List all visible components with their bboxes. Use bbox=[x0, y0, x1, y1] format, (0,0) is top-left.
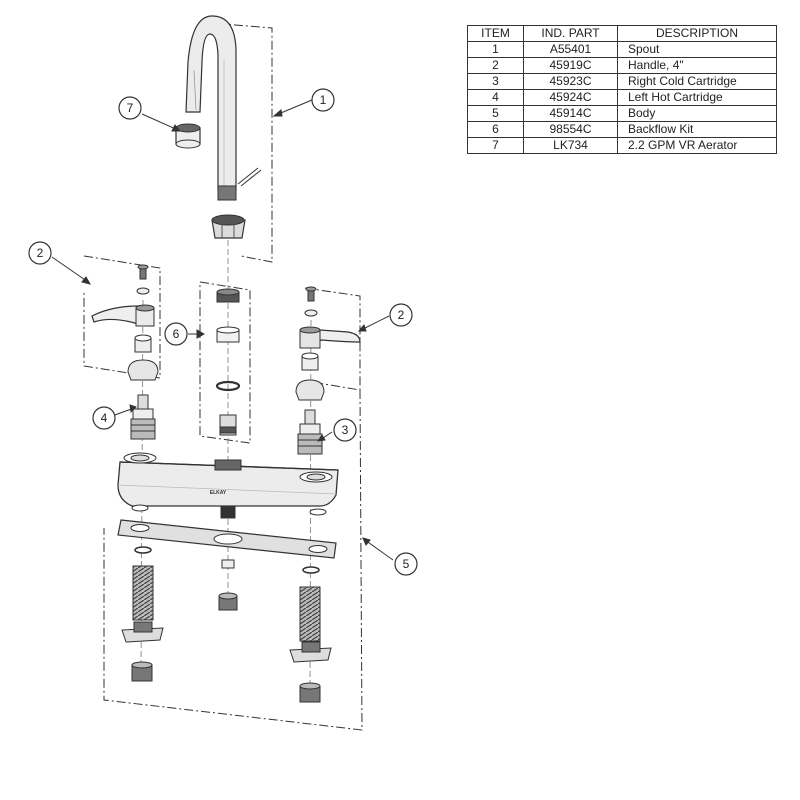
callout-2-right-label: 2 bbox=[398, 308, 405, 322]
table-row: 3 45923C Right Cold Cartridge bbox=[467, 73, 777, 90]
callout-1-label: 1 bbox=[320, 93, 327, 107]
description-cell: 2.2 GPM VR Aerator bbox=[617, 137, 777, 154]
table-row: 5 45914C Body bbox=[467, 105, 777, 122]
backflow-kit-parts bbox=[215, 288, 241, 436]
table-row: 7 LK734 2.2 GPM VR Aerator bbox=[467, 137, 777, 154]
right-bonnet bbox=[295, 352, 325, 401]
handle-right bbox=[299, 286, 361, 349]
part-cell: A55401 bbox=[523, 41, 618, 58]
right-cartridge bbox=[297, 409, 323, 455]
item-cell: 3 bbox=[467, 73, 524, 90]
description-cell: Body bbox=[617, 105, 777, 122]
table-row: 6 98554C Backflow Kit bbox=[467, 121, 777, 138]
table-row: 2 45919C Handle, 4" bbox=[467, 57, 777, 74]
callout-2-left: 2 bbox=[28, 241, 52, 265]
item-cell: 7 bbox=[467, 137, 524, 154]
callout-4: 4 bbox=[92, 406, 116, 430]
item-cell: 5 bbox=[467, 105, 524, 122]
right-handle-group-outline bbox=[304, 287, 361, 391]
item-cell: 6 bbox=[467, 121, 524, 138]
right-mounting-hardware bbox=[289, 566, 332, 703]
header-item: ITEM bbox=[467, 25, 524, 42]
callout-3-label: 3 bbox=[342, 423, 349, 437]
table-row: 4 45924C Left Hot Cartridge bbox=[467, 89, 777, 106]
deck-gasket bbox=[117, 519, 337, 559]
part-cell: 45914C bbox=[523, 105, 618, 122]
spout bbox=[185, 15, 262, 201]
part-cell: 45923C bbox=[523, 73, 618, 90]
callout-2-left-label: 2 bbox=[37, 246, 44, 260]
parts-list-table: ITEM IND. PART DESCRIPTION 1 A55401 Spou… bbox=[467, 25, 777, 154]
header-part: IND. PART bbox=[523, 25, 618, 42]
part-cell: 45919C bbox=[523, 57, 618, 74]
left-handle-group-outline bbox=[83, 255, 161, 379]
body-group-outline bbox=[103, 389, 363, 731]
callout-7: 7 bbox=[118, 96, 142, 120]
part-cell: LK734 bbox=[523, 137, 618, 154]
aerator bbox=[175, 123, 201, 149]
item-cell: 2 bbox=[467, 57, 524, 74]
left-cartridge bbox=[130, 394, 156, 440]
left-mounting-hardware bbox=[121, 546, 164, 682]
item-cell: 4 bbox=[467, 89, 524, 106]
table-header-row: ITEM IND. PART DESCRIPTION bbox=[467, 25, 777, 42]
description-cell: Left Hot Cartridge bbox=[617, 89, 777, 106]
body-logo-text: ELKAY bbox=[210, 490, 227, 496]
callout-5: 5 bbox=[394, 552, 418, 576]
description-cell: Handle, 4" bbox=[617, 57, 777, 74]
handle-left bbox=[91, 264, 155, 327]
phantom-outlines bbox=[83, 21, 363, 731]
callout-6-label: 6 bbox=[173, 327, 180, 341]
faucet-body: ELKAY bbox=[117, 452, 339, 519]
spout-group-outline bbox=[199, 21, 273, 263]
callout-6: 6 bbox=[164, 322, 188, 346]
part-cell: 45924C bbox=[523, 89, 618, 106]
description-cell: Right Cold Cartridge bbox=[617, 73, 777, 90]
callout-3: 3 bbox=[333, 418, 357, 442]
callout-2-right: 2 bbox=[389, 303, 413, 327]
description-cell: Spout bbox=[617, 41, 777, 58]
spout-nut bbox=[211, 214, 246, 239]
callout-4-label: 4 bbox=[101, 411, 108, 425]
leader-lines bbox=[51, 99, 394, 561]
left-bonnet bbox=[127, 334, 159, 381]
center-mounting-hardware bbox=[218, 559, 238, 611]
callout-balloons: 1 7 2 2 6 4 3 bbox=[28, 88, 418, 576]
callout-1: 1 bbox=[311, 88, 335, 112]
item-cell: 1 bbox=[467, 41, 524, 58]
part-cell: 98554C bbox=[523, 121, 618, 138]
header-description: DESCRIPTION bbox=[617, 25, 777, 42]
description-cell: Backflow Kit bbox=[617, 121, 777, 138]
callout-5-label: 5 bbox=[403, 557, 410, 571]
table-row: 1 A55401 Spout bbox=[467, 41, 777, 58]
callout-7-label: 7 bbox=[127, 101, 134, 115]
